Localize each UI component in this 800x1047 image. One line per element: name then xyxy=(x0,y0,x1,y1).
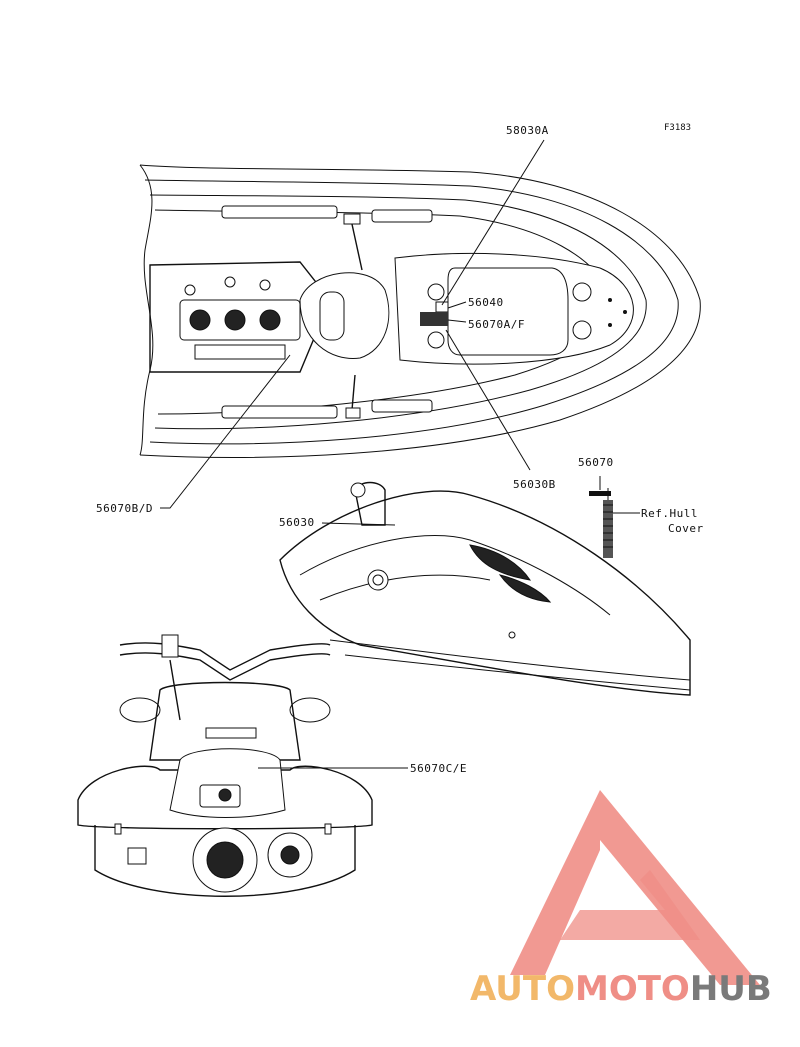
leader-56040 xyxy=(447,301,467,309)
logo-triangle-left xyxy=(510,790,600,975)
logo-inner-mark xyxy=(560,870,700,940)
part-label-58030a: 58030A xyxy=(506,124,549,137)
part-label-56070bd: 56070B/D xyxy=(96,502,153,515)
leader-56030 xyxy=(321,522,396,526)
leader-56070bd xyxy=(160,354,291,509)
side-view-hull-cover xyxy=(279,481,691,696)
part-label-56070: 56070 xyxy=(578,456,614,469)
part-label-56070af: 56070A/F xyxy=(468,318,525,331)
part-label-56070ce: 56070C/E xyxy=(410,762,467,775)
fastener-detail xyxy=(589,476,640,558)
part-label-56040: 56040 xyxy=(468,296,504,309)
part-label-56030: 56030 xyxy=(279,516,315,529)
ref-hull-label-line1: Ref.Hull xyxy=(641,507,698,520)
part-label-58030b: 56030B xyxy=(513,478,556,491)
watermark-logo: AUTOMOTOHUB xyxy=(470,790,772,1009)
leader-58030a xyxy=(441,139,545,306)
logo-triangle-right xyxy=(600,790,760,985)
rear-view-watercraft xyxy=(77,634,373,897)
watermark-text: AUTOMOTOHUB xyxy=(470,969,772,1009)
top-view-watercraft xyxy=(139,164,701,458)
figure-code: F3183 xyxy=(664,123,691,133)
ref-hull-label-line2: Cover xyxy=(668,522,704,535)
leader-56070af xyxy=(447,319,467,323)
leader-58030b xyxy=(445,329,531,471)
